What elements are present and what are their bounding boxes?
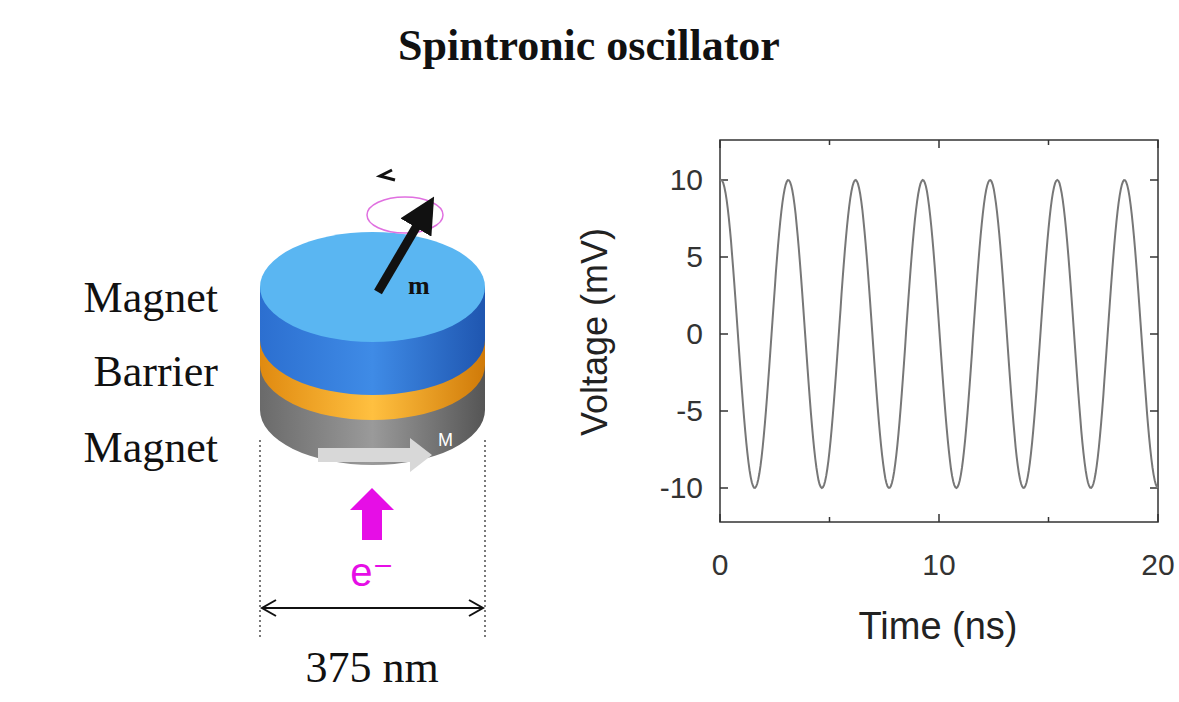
dimension-line [484,440,485,640]
layer-name: Magnet [84,426,218,470]
tick-mark [1150,256,1158,258]
tick-label: 10 [670,165,703,195]
dimension-arrowhead [469,600,483,616]
tick-label: 0 [712,550,729,580]
dimension-label: 375 nm [305,646,438,690]
tick-mark [1157,140,1159,148]
tick-mark [1150,179,1158,181]
fixed-magnetization-arrow [318,438,432,472]
dimension-line [262,607,483,609]
tick-mark [719,514,721,522]
tick-mark [719,140,721,148]
tick-mark [829,517,831,522]
dimension-arrowhead [262,600,276,616]
dimension-line [259,440,260,640]
electron-flow-arrow [350,488,394,540]
layer-name: Magnet [84,276,218,320]
axis-ticks [720,140,1158,522]
tick-mark [1150,333,1158,335]
tick-mark [938,140,940,148]
tick-mark [1150,410,1158,412]
voltage-trace [720,180,1158,488]
vector-symbol: m [408,273,430,299]
precession-orbit [367,197,443,233]
top-face [260,232,485,342]
rotation-arrow [380,170,395,180]
tick-label: 5 [686,242,703,272]
carrier-symbol: e⁻ [350,552,393,592]
tick-mark [720,487,728,489]
tick-label: 10 [922,550,955,580]
tick-label: 0 [686,319,703,349]
tick-label: 20 [1141,550,1174,580]
tick-mark [720,410,728,412]
title: Spintronic oscillator [398,24,780,68]
tick-mark [1048,140,1050,145]
tick-mark [720,256,728,258]
tick-mark [1048,517,1050,522]
layer-name: Barrier [93,350,218,394]
tick-mark [1157,514,1159,522]
tick-label: -10 [660,473,703,503]
tick-mark [720,333,728,335]
tick-label: -5 [676,396,703,426]
tick-mark [938,514,940,522]
vector-symbol: M [438,431,453,449]
tick-mark [829,140,831,145]
axis-title: Time (ns) [858,607,1017,645]
plot-frame [720,140,1158,522]
axis-title: Voltage (mV) [577,228,613,436]
